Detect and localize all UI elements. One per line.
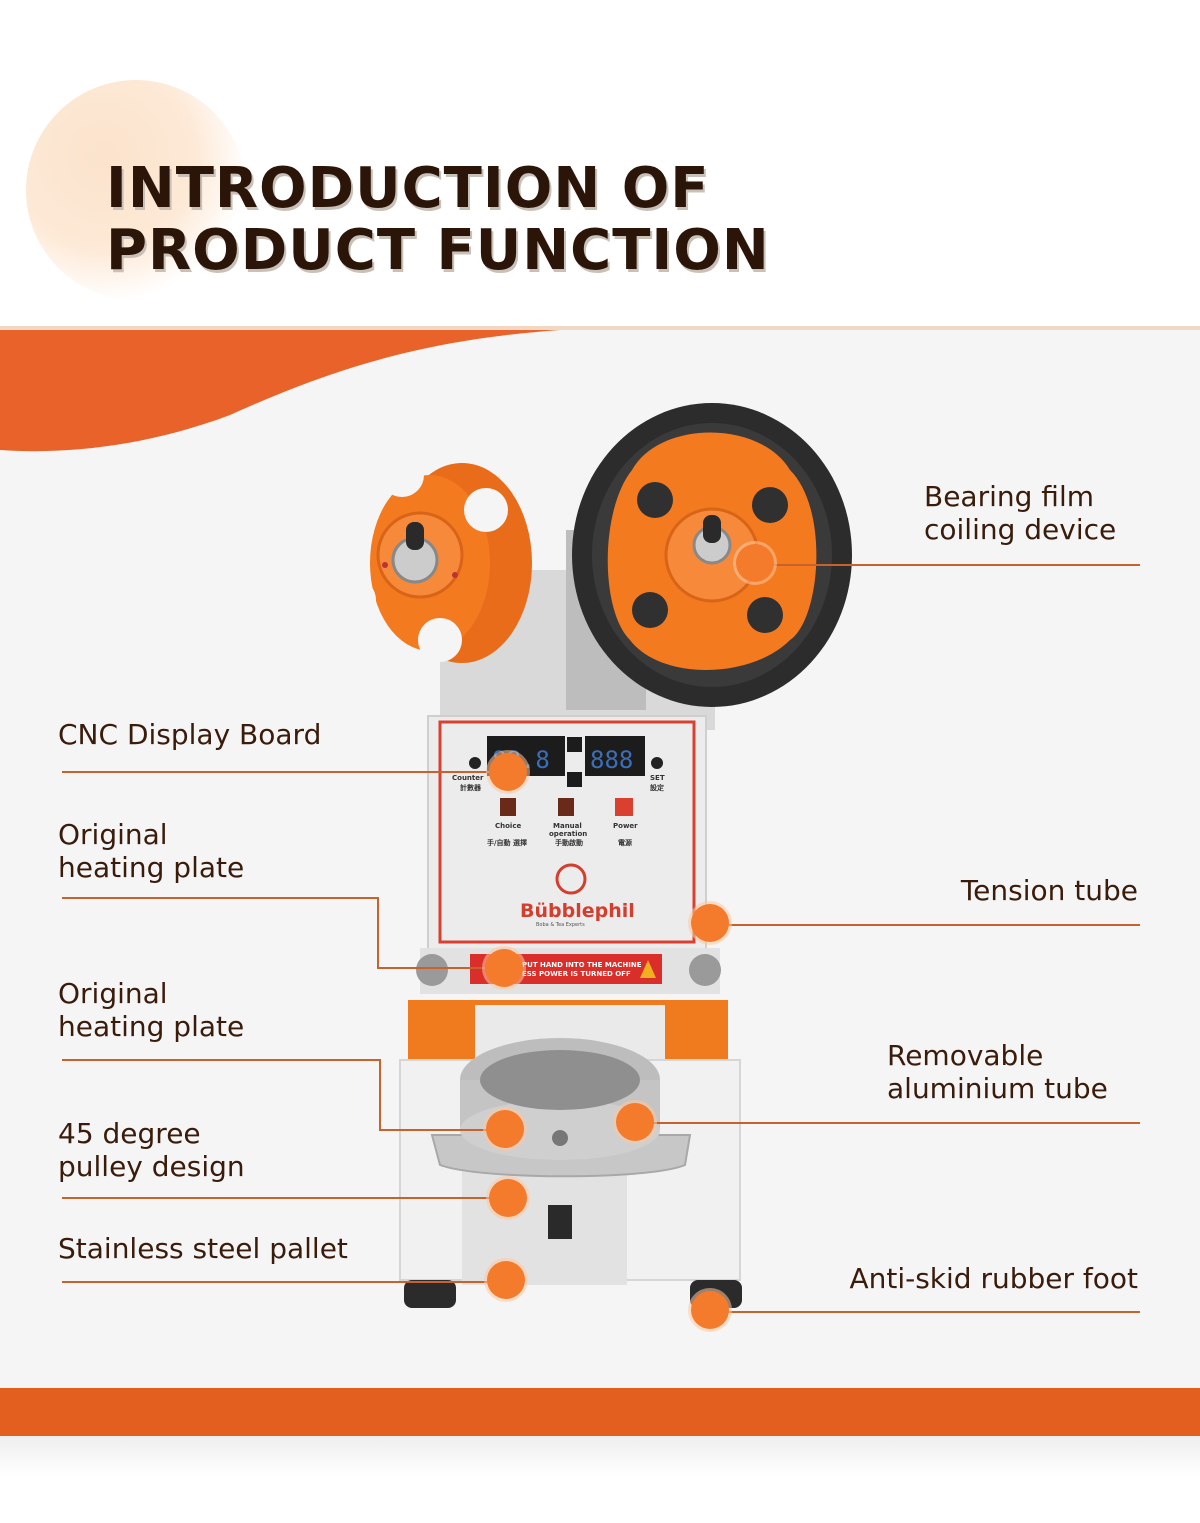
line-heating-plate-b: [62, 1059, 505, 1131]
manual-label-2: operation: [549, 830, 587, 838]
marker-heating-plate-b[interactable]: [486, 1110, 524, 1148]
marker-pallet[interactable]: [487, 1261, 525, 1299]
brand-logo-icon: [555, 863, 587, 895]
marker-cnc-display[interactable]: [489, 753, 527, 791]
cnc-display-board: 88.8 888 Counter 計數器 SET 設定 Choice 手/自動 …: [427, 715, 707, 953]
bottom-shadow: [0, 1436, 1200, 1476]
label-bearing-film-line-1: Bearing film: [924, 480, 1094, 513]
label-bearing-film-line-2: coiling device: [924, 513, 1117, 546]
page-title: INTRODUCTION OF PRODUCT FUNCTION: [106, 158, 770, 282]
right-readout: 888: [590, 746, 633, 774]
choice-label-cn: 手/自動 選擇: [487, 838, 527, 847]
power-label-cn: 電源: [618, 838, 632, 847]
line-heating-plate-a: [62, 897, 504, 969]
label-heating-plate-a: Original heating plate: [58, 818, 244, 884]
marker-rubber-foot[interactable]: [691, 1291, 729, 1329]
title-line-2: PRODUCT FUNCTION: [106, 218, 770, 283]
power-label: Power: [613, 822, 638, 830]
left-reel: [332, 453, 532, 663]
brand-tagline: Boba & Tea Experts: [536, 922, 585, 928]
label-pallet: Stainless steel pallet: [58, 1232, 348, 1265]
warning-line-1: PUT HAND INTO THE MACHINE: [522, 961, 642, 969]
label-bearing-film: Bearing film coiling device: [924, 480, 1116, 546]
choice-label: Choice: [495, 822, 521, 830]
label-heating-plate-b: Original heating plate: [58, 977, 244, 1043]
panel-top-edge: [0, 326, 1200, 332]
label-rubber-foot: Anti-skid rubber foot: [849, 1262, 1138, 1295]
label-heating-plate-b-line-2: heating plate: [58, 1010, 245, 1043]
orange-wave: [0, 330, 560, 452]
label-pulley: 45 degree pulley design: [58, 1117, 245, 1183]
counter-label-cn: 計數器: [460, 783, 482, 792]
label-pulley-line-2: pulley design: [58, 1150, 245, 1183]
right-reel: [572, 403, 852, 707]
counter-label: Counter: [452, 774, 484, 782]
label-aluminium-tube-line-2: aluminium tube: [887, 1072, 1108, 1105]
bottom-accent-bar: [0, 1388, 1200, 1436]
label-aluminium-tube: Removable aluminium tube: [887, 1039, 1108, 1105]
set-label: SET: [650, 774, 665, 782]
rubber-foot-left: [404, 1280, 456, 1308]
manual-label-1: Manual: [553, 822, 582, 830]
brand-name: Bübblephil: [520, 900, 635, 922]
warning-line-2: ESS POWER IS TURNED OFF: [522, 970, 631, 978]
label-heating-plate-b-line-1: Original: [58, 977, 168, 1010]
marker-aluminium-tube[interactable]: [616, 1103, 654, 1141]
label-aluminium-tube-line-1: Removable: [887, 1039, 1044, 1072]
label-heating-plate-a-line-2: heating plate: [58, 851, 245, 884]
label-tension-tube: Tension tube: [960, 874, 1138, 907]
label-heating-plate-a-line-1: Original: [58, 818, 168, 851]
marker-bearing-film[interactable]: [736, 544, 774, 582]
warning-triangle-icon: [640, 960, 656, 978]
marker-heating-plate-a[interactable]: [485, 949, 523, 987]
decorative-circle: [26, 80, 246, 300]
label-cnc-display: CNC Display Board: [58, 718, 322, 751]
manual-label-cn: 手動啟動: [555, 838, 583, 847]
marker-pulley[interactable]: [489, 1179, 527, 1217]
set-label-cn: 設定: [650, 783, 664, 792]
marker-tension-tube[interactable]: [691, 904, 729, 942]
label-pulley-line-1: 45 degree: [58, 1117, 201, 1150]
title-line-1: INTRODUCTION OF: [106, 156, 710, 221]
